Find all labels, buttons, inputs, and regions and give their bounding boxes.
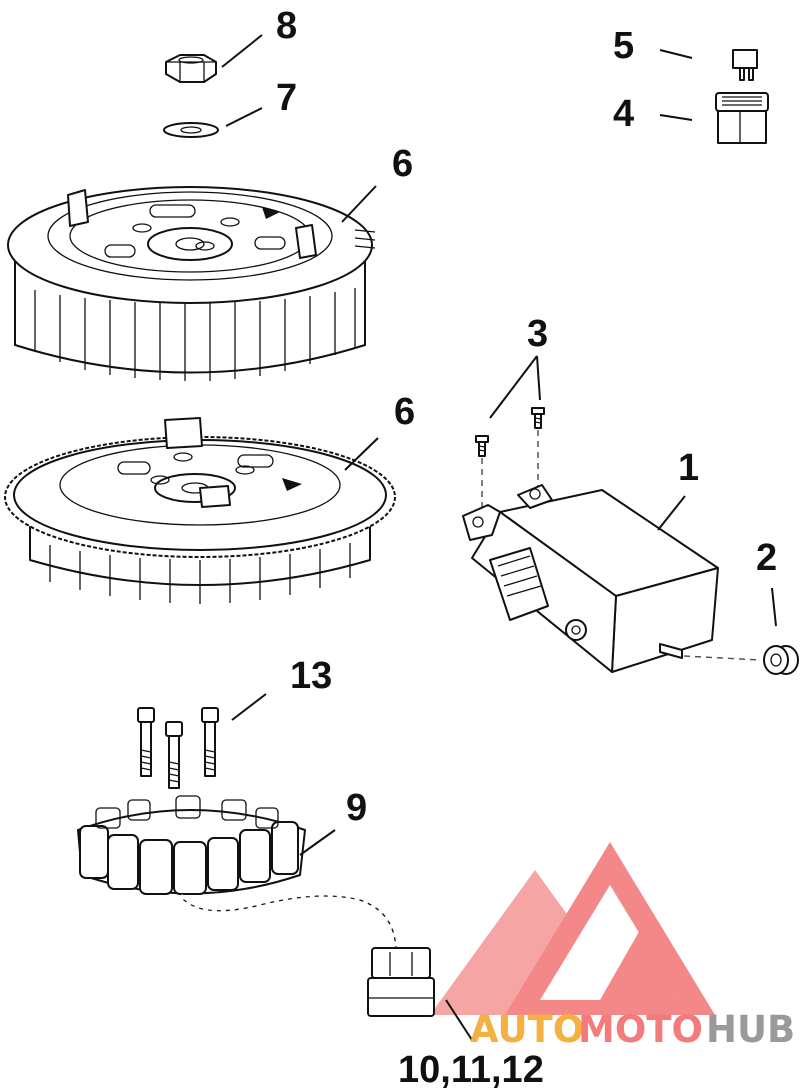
watermark-auto: AUTO — [470, 1008, 584, 1051]
fuse-part — [732, 49, 758, 81]
callout-10-11-12: 10,11,12 — [398, 1049, 544, 1091]
callout-3: 3 — [527, 313, 548, 355]
fuse-holder-part — [715, 92, 769, 144]
grommet-part — [763, 645, 799, 675]
bolt-left-part — [137, 707, 155, 777]
automotohub-wordmark: AUTO MOTO HUB — [470, 1008, 795, 1051]
callout-9: 9 — [346, 787, 367, 829]
callout-6-lower: 6 — [394, 391, 415, 433]
stator-part — [77, 795, 435, 1017]
watermark-hub: HUB — [706, 1008, 795, 1051]
screw-left-part — [475, 435, 489, 457]
watermark-moto: MOTO — [578, 1008, 703, 1051]
callout-7: 7 — [276, 77, 297, 119]
callout-1: 1 — [678, 447, 699, 489]
flywheel-lower-part — [4, 417, 396, 604]
control-module-part — [462, 484, 719, 673]
bolt-middle-part — [165, 721, 183, 789]
flywheel-upper-part — [7, 186, 376, 381]
callout-4: 4 — [613, 93, 634, 135]
bolt-right-part — [201, 707, 219, 777]
washer-part — [163, 122, 219, 138]
callout-8: 8 — [276, 5, 297, 47]
screw-right-part — [531, 407, 545, 429]
nut-part — [165, 54, 217, 83]
callout-6-upper: 6 — [392, 143, 413, 185]
callout-5: 5 — [613, 25, 634, 67]
callout-13: 13 — [290, 655, 332, 697]
automotohub-logo — [430, 842, 715, 1015]
bolt-threads — [140, 749, 216, 783]
callout-2: 2 — [756, 537, 777, 579]
